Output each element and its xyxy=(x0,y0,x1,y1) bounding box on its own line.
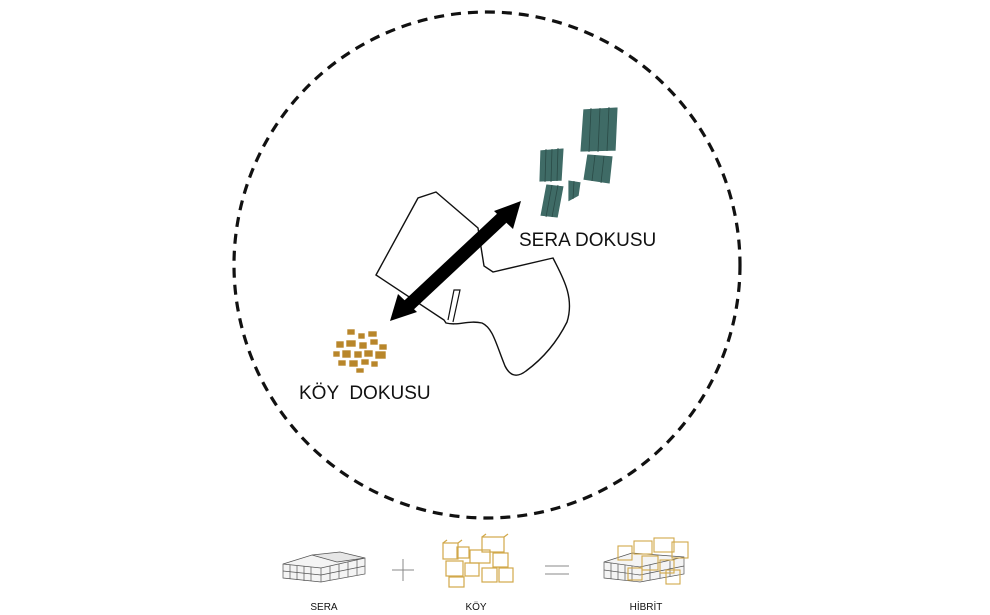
hibrit-label: HİBRİT xyxy=(630,600,663,613)
arrow-head-top xyxy=(494,201,521,229)
equals-symbol xyxy=(545,565,569,575)
site-inner-strip xyxy=(447,289,461,323)
sera-dokusu-label: SERA DOKUSU xyxy=(519,230,656,251)
koy-label: KÖY xyxy=(465,601,486,613)
plus-symbol xyxy=(392,559,414,581)
hibrit-block-drawing xyxy=(603,537,689,585)
arrow-head-bottom xyxy=(390,294,417,321)
koy-block-drawing xyxy=(442,533,514,588)
site-outline xyxy=(375,191,571,376)
boundary-circle xyxy=(232,10,742,520)
sera-block-drawing xyxy=(282,551,366,583)
sera-label: SERA xyxy=(310,602,338,613)
koy-dokusu-label: KÖY DOKUSU xyxy=(299,383,431,404)
interaction-arrow xyxy=(390,201,521,321)
village-fabric xyxy=(332,328,388,374)
greenhouse-fabric xyxy=(538,106,619,219)
